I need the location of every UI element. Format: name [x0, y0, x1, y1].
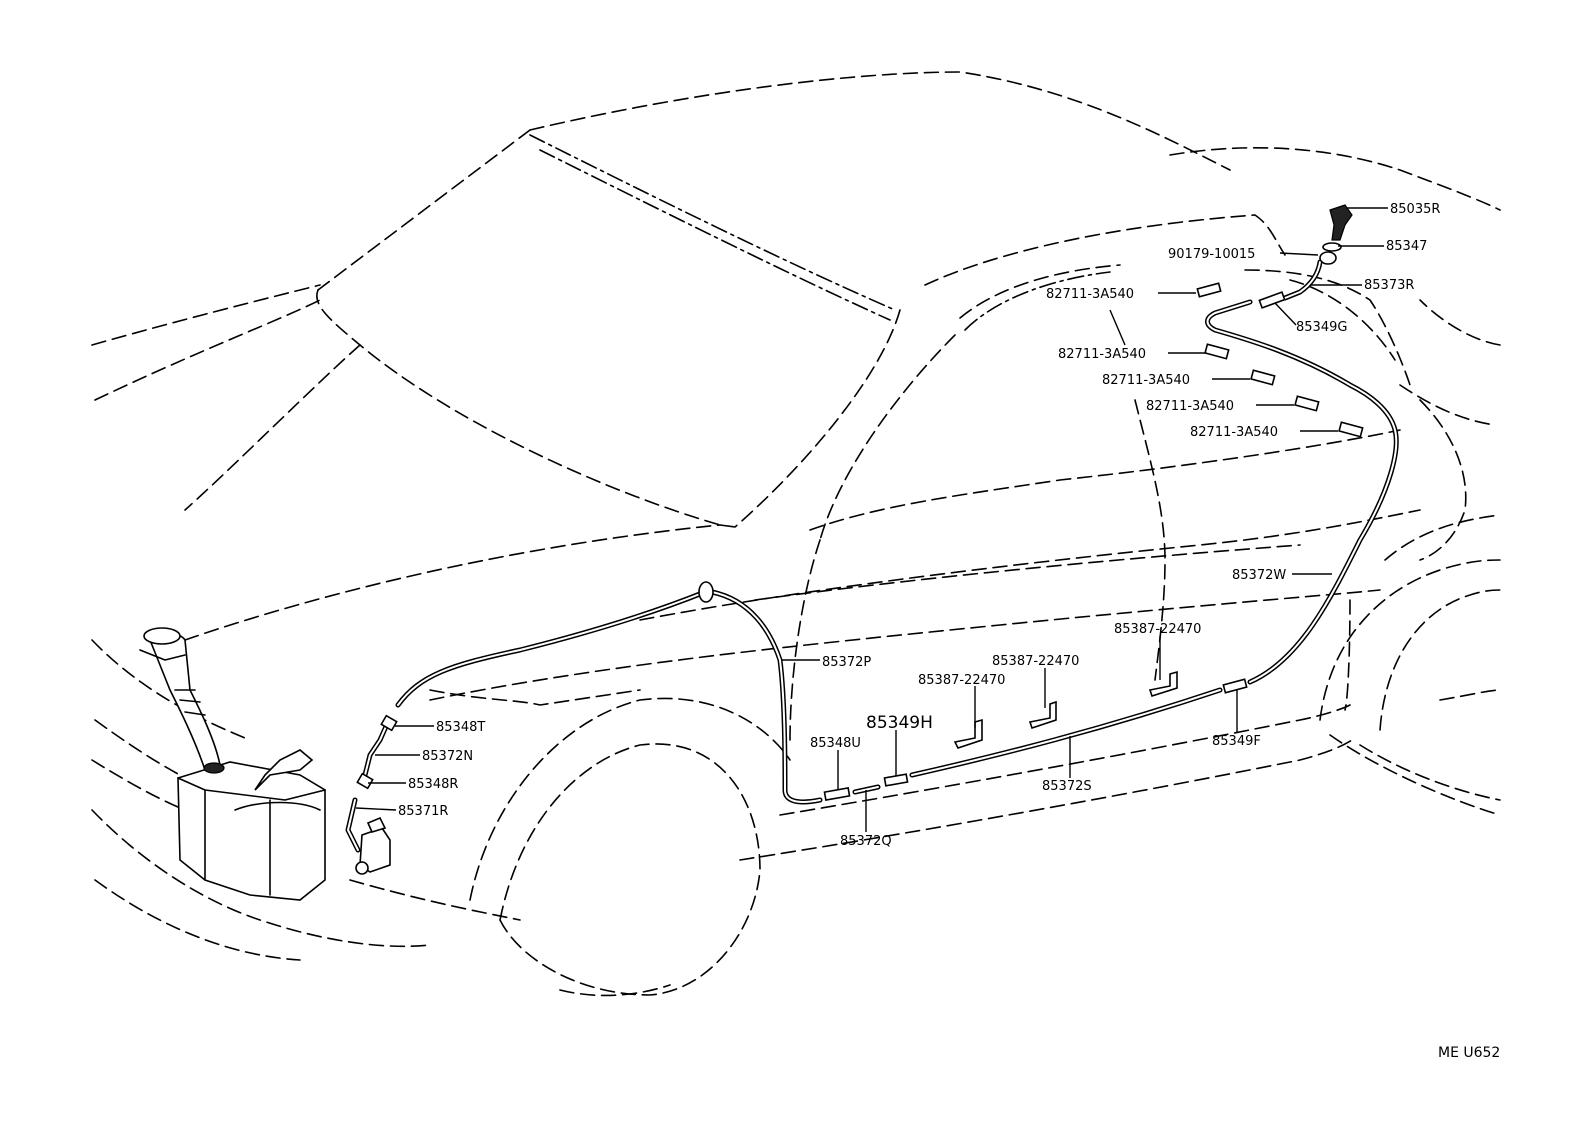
label-82711-3A540: 82711-3A540 — [1046, 287, 1134, 302]
label-85372Q: 85372Q — [840, 834, 892, 849]
label-82711-3A540: 82711-3A540 — [1102, 373, 1190, 388]
connectors — [356, 204, 1364, 801]
label-85371R: 85371R — [398, 804, 448, 819]
label-85348T: 85348T — [436, 720, 485, 735]
label-85035R: 85035R — [1390, 202, 1440, 217]
drawing-code: ME U652 — [1438, 1045, 1500, 1061]
label-85348R: 85348R — [408, 777, 458, 792]
label-85372N: 85372N — [422, 749, 473, 764]
leader-lines — [355, 207, 1388, 832]
label-85373R: 85373R — [1364, 278, 1414, 293]
label-85372W: 85372W — [1232, 568, 1286, 583]
washer-tank — [139, 627, 326, 901]
label-85372P: 85372P — [822, 655, 871, 670]
label-85349H: 85349H — [866, 713, 933, 733]
label-90179-10015: 90179-10015 — [1168, 247, 1255, 262]
part-labels: 85035R 85347 90179-10015 85373R 85349G 8… — [398, 202, 1440, 849]
label-82711-3A540: 82711-3A540 — [1146, 399, 1234, 414]
label-85387-22470: 85387-22470 — [918, 673, 1005, 688]
label-85387-22470: 85387-22470 — [992, 654, 1079, 669]
label-85347: 85347 — [1386, 239, 1427, 254]
label-85372S: 85372S — [1042, 779, 1092, 794]
label-85348U: 85348U — [810, 736, 861, 751]
label-82711-3A540: 82711-3A540 — [1058, 347, 1146, 362]
label-85349G: 85349G — [1296, 320, 1347, 335]
washer-pump — [355, 816, 391, 875]
label-85387-22470: 85387-22470 — [1114, 622, 1201, 637]
label-85349F: 85349F — [1212, 734, 1261, 749]
washer-hose-route — [345, 259, 1399, 853]
label-82711-3A540: 82711-3A540 — [1190, 425, 1278, 440]
